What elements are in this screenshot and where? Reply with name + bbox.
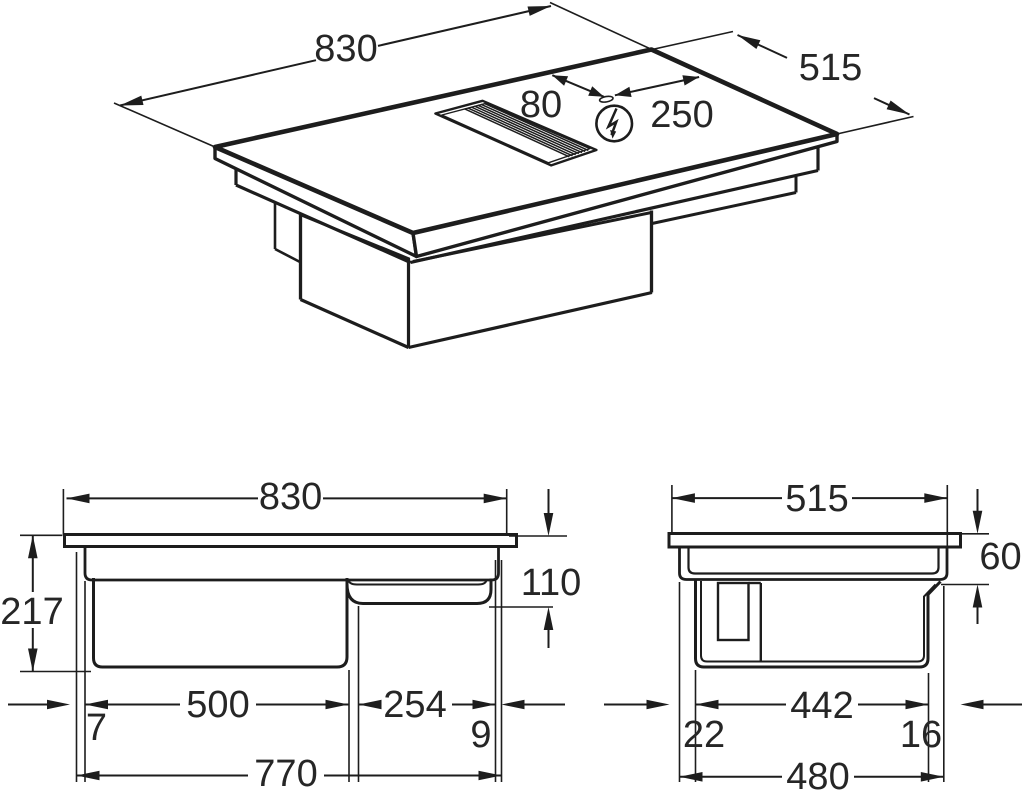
svg-text:770: 770 — [254, 753, 317, 790]
svg-text:110: 110 — [521, 562, 582, 604]
svg-text:830: 830 — [259, 476, 322, 518]
svg-text:254: 254 — [383, 684, 446, 726]
svg-text:515: 515 — [785, 478, 848, 520]
svg-text:480: 480 — [786, 756, 849, 790]
svg-text:80: 80 — [520, 84, 562, 126]
svg-text:217: 217 — [0, 591, 63, 633]
svg-text:60: 60 — [979, 536, 1021, 578]
svg-text:442: 442 — [790, 685, 853, 727]
svg-text:500: 500 — [186, 684, 249, 726]
svg-text:7: 7 — [86, 707, 107, 749]
svg-text:250: 250 — [650, 94, 713, 136]
svg-text:830: 830 — [314, 28, 377, 70]
svg-text:16: 16 — [900, 714, 942, 756]
svg-text:22: 22 — [683, 714, 725, 756]
svg-text:515: 515 — [799, 47, 862, 89]
svg-text:9: 9 — [470, 714, 491, 756]
